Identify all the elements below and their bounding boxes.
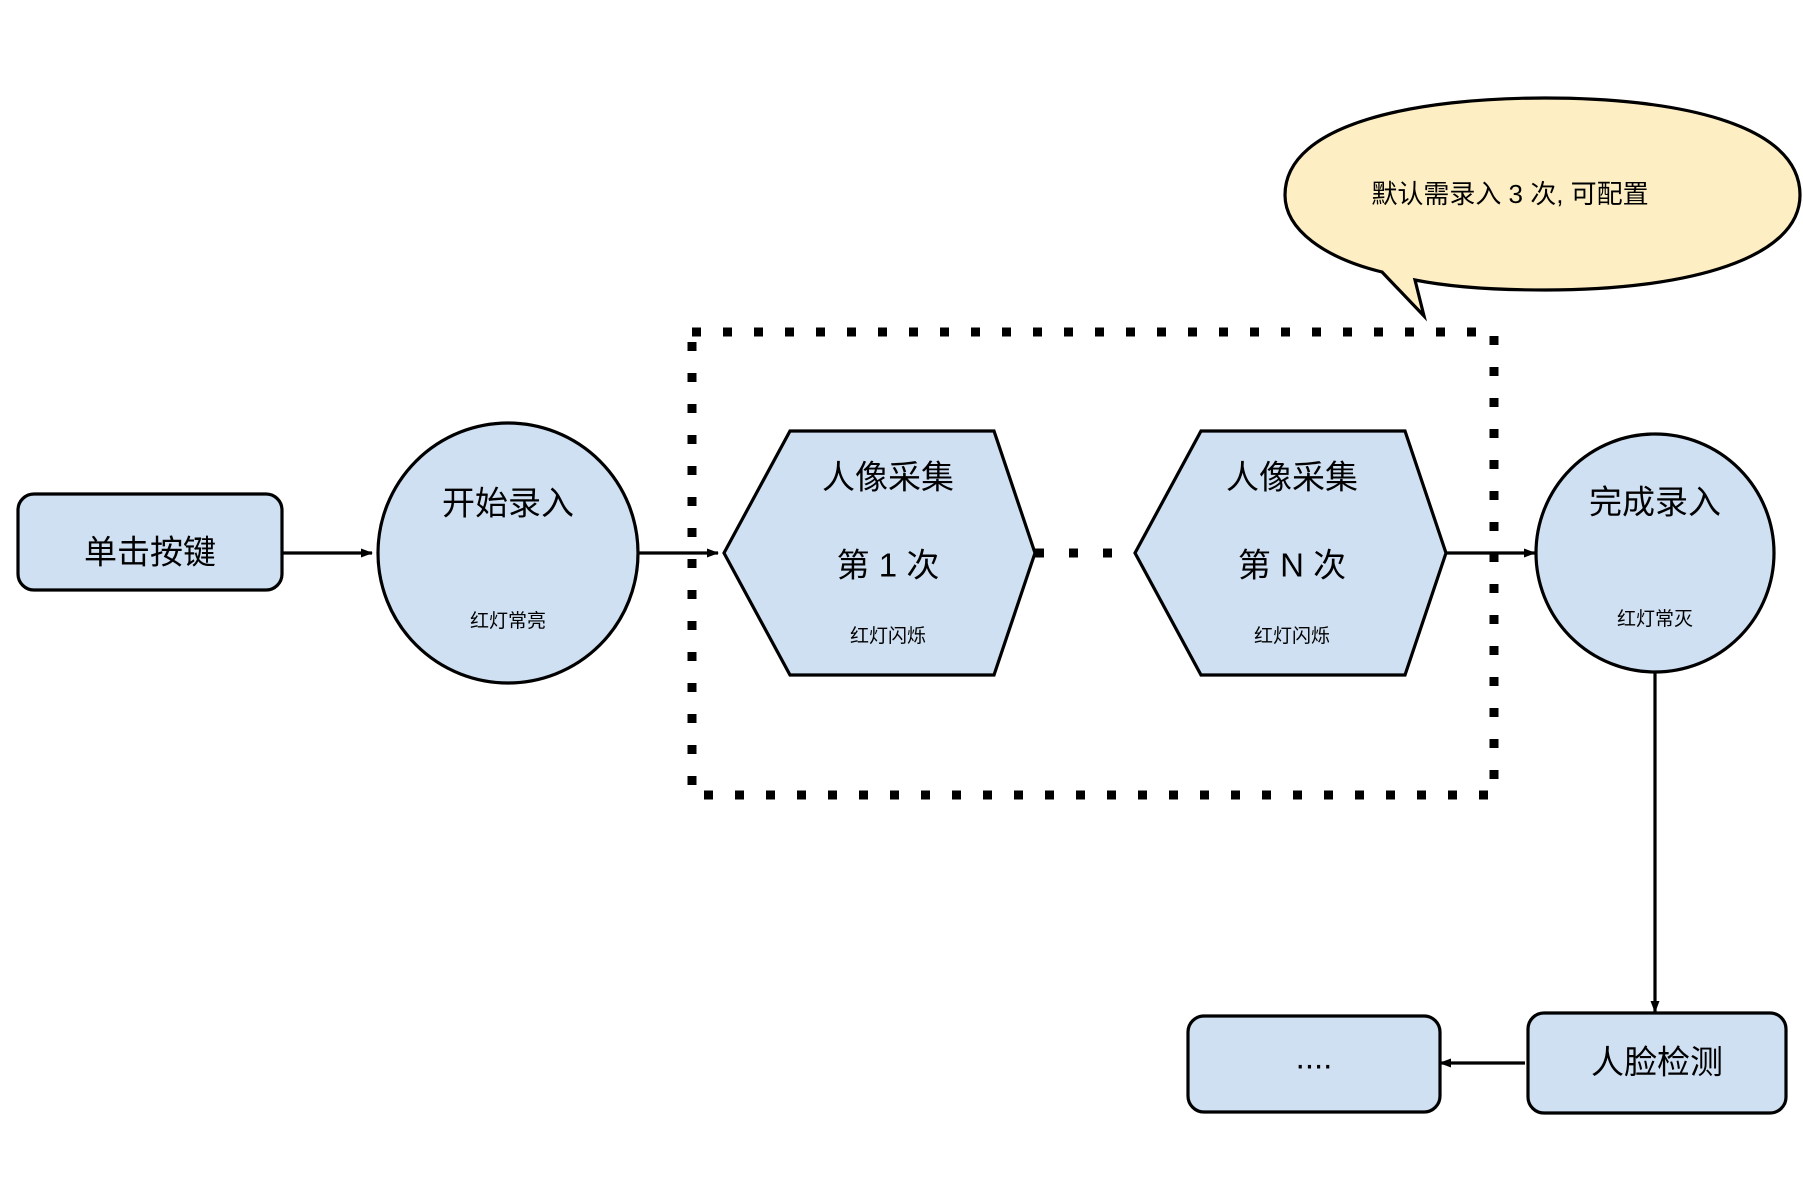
node-capture-nth-shape[interactable] [1133, 429, 1448, 677]
callout-note: 默认需录入 3 次, 可配置 [1283, 96, 1802, 322]
node-start-enroll-label: 开始录入 [442, 485, 574, 522]
node-finish-enroll[interactable]: 完成录入 红灯常灭 [1534, 432, 1776, 674]
node-click-button[interactable]: 单击按键 [16, 492, 284, 592]
node-capture-first-sublabel: 红灯闪烁 [850, 625, 926, 647]
node-more-steps-shape[interactable] [1186, 1014, 1442, 1114]
callout-note-text: 默认需录入 3 次, 可配置 [1371, 179, 1648, 209]
node-capture-nth-label-line2: 第 N 次 [1238, 547, 1346, 584]
node-capture-first-shape[interactable] [722, 429, 1037, 677]
node-start-enroll[interactable]: 开始录入 红灯常亮 [376, 421, 640, 685]
callout-balloon-shape [1283, 96, 1802, 322]
node-face-detect-label: 人脸检测 [1591, 1044, 1723, 1081]
node-capture-nth-label-line1: 人像采集 [1226, 459, 1358, 496]
node-click-button-label: 单击按键 [84, 534, 216, 571]
capture-loop-group-box [687, 327, 1499, 800]
node-face-detect[interactable]: 人脸检测 [1526, 1011, 1788, 1115]
node-more-steps[interactable]: .... [1186, 1014, 1442, 1114]
node-click-button-shape[interactable] [16, 492, 284, 592]
node-capture-first[interactable]: 人像采集 第 1 次 红灯闪烁 [722, 429, 1037, 677]
node-finish-enroll-shape[interactable] [1534, 432, 1776, 674]
node-capture-nth-sublabel: 红灯闪烁 [1254, 625, 1330, 647]
node-capture-nth[interactable]: 人像采集 第 N 次 红灯闪烁 [1133, 429, 1448, 677]
node-finish-enroll-label: 完成录入 [1589, 484, 1721, 521]
node-capture-first-label-line1: 人像采集 [822, 459, 954, 496]
node-start-enroll-shape[interactable] [376, 421, 640, 685]
node-finish-enroll-sublabel: 红灯常灭 [1617, 608, 1693, 630]
node-capture-first-label-line2: 第 1 次 [837, 547, 940, 584]
node-start-enroll-sublabel: 红灯常亮 [470, 610, 546, 632]
node-face-detect-shape[interactable] [1526, 1011, 1788, 1115]
node-more-steps-label: .... [1296, 1039, 1333, 1076]
